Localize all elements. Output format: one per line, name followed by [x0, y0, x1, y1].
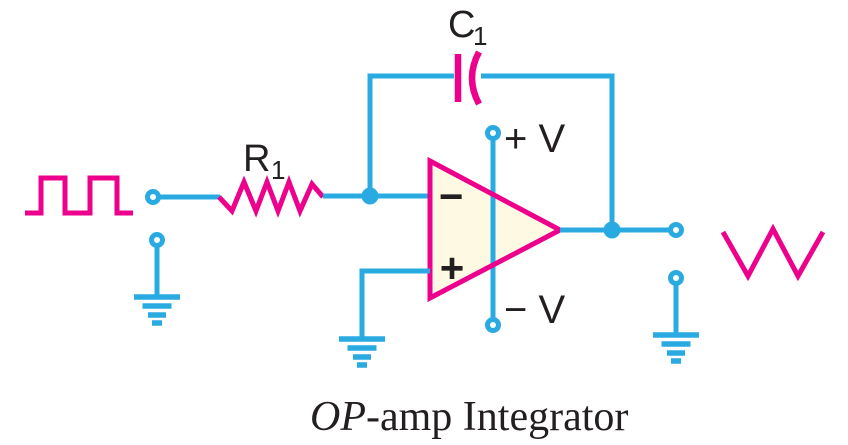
positive-supply-label: + V: [504, 117, 565, 161]
output-ground-terminal: [668, 270, 684, 286]
square-wave-icon: [25, 175, 133, 216]
positive-supply-terminal: [485, 125, 501, 141]
triangle-wave-icon: [720, 223, 826, 282]
input-terminal: [145, 189, 161, 205]
resistor-r1: [217, 174, 325, 219]
feedback-wire-left: [367, 73, 454, 196]
noninverting-input-sign: +: [440, 245, 465, 292]
resistor-label: R: [243, 138, 270, 180]
inverting-junction-dot: [361, 187, 379, 205]
inverting-input-sign: −: [439, 173, 464, 220]
resistor-label-subscript: 1: [271, 155, 285, 185]
negative-supply-terminal: [485, 317, 501, 333]
capacitor-c1-icon: [454, 50, 482, 106]
output-junction-dot: [603, 221, 621, 239]
negative-supply-label: − V: [504, 288, 565, 332]
ground-icon-input: [134, 294, 180, 326]
noninverting-input-wire: [359, 268, 430, 339]
opamp-outline: [427, 156, 566, 303]
ground-icon-output: [653, 332, 699, 364]
output-terminal: [668, 222, 684, 238]
ground-icon-noninverting: [339, 336, 385, 368]
capacitor-label-subscript: 1: [473, 21, 487, 51]
input-ground-terminal: [149, 232, 165, 248]
feedback-wire-right: [481, 73, 615, 230]
figure-caption: OP-amp Integrator: [310, 394, 628, 440]
figure-caption-italic: OP: [310, 394, 366, 440]
capacitor-label: C: [448, 4, 475, 46]
figure-caption-rest: -amp Integrator: [366, 394, 628, 440]
